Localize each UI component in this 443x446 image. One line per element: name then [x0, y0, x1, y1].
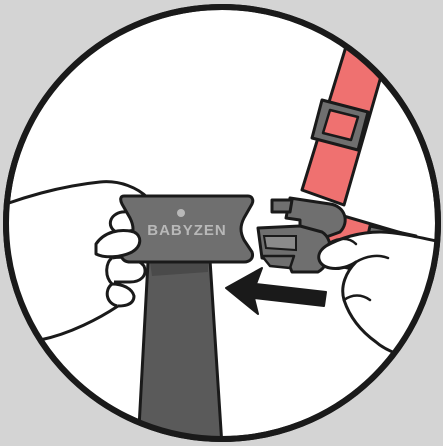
logo-figure-icon	[177, 209, 185, 217]
buckle-body: BABYZEN	[121, 196, 253, 262]
brand-logo: BABYZEN	[147, 222, 227, 239]
crotch-strap	[138, 260, 222, 446]
